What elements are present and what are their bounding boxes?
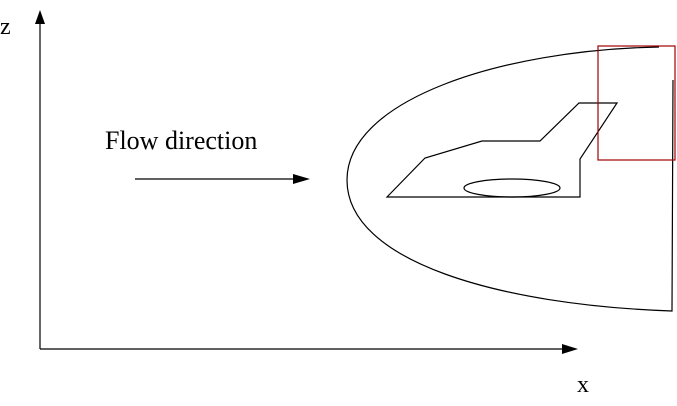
flow-direction-label: Flow direction [105, 126, 258, 155]
highlight-box [597, 45, 676, 161]
vehicle-ellipse [463, 178, 561, 198]
z-axis-arrowhead [35, 10, 45, 24]
z-axis-label: z [0, 14, 11, 40]
x-axis-label: x [577, 372, 589, 398]
vehicle-outline [385, 102, 619, 198]
domain-boundary [346, 46, 674, 312]
x-axis-arrowhead [562, 344, 578, 354]
flow-arrowhead [293, 174, 310, 184]
